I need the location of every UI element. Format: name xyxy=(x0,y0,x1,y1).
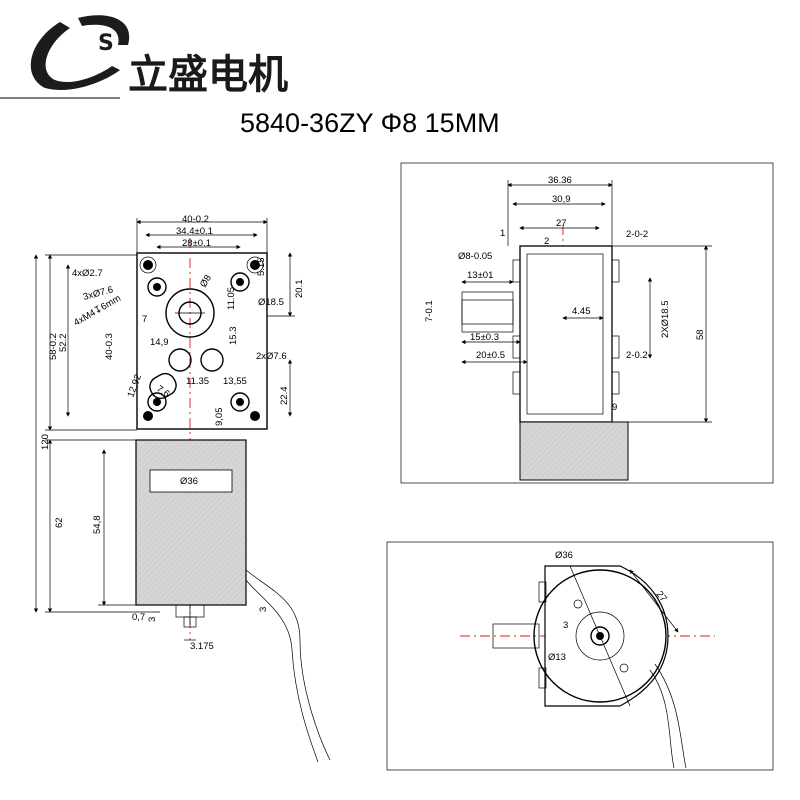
end-view: 27 Ø36 3 Ø13 xyxy=(386,541,774,771)
dim-end-3: 3 xyxy=(563,620,568,631)
end-view-frame xyxy=(386,541,774,771)
dim-3175: 3.175 xyxy=(190,641,214,652)
motor-label-box xyxy=(149,469,233,493)
dim-side-tol-mid: 2-0.2 xyxy=(626,350,648,361)
dim-side-shaft-dia: Ø8-0.05 xyxy=(458,251,492,262)
dim-shaft-dia: Ø8 xyxy=(198,273,214,289)
dim-end-dia36: Ø36 xyxy=(555,550,573,561)
boss-circle xyxy=(165,288,215,338)
side-motor xyxy=(519,421,629,481)
front-view: 40-0.2 34.4±0.1 28±0.1 58-0.2 52.2 40-0.… xyxy=(33,214,331,763)
logo-letter: S xyxy=(98,31,114,56)
end-motor-circle xyxy=(533,569,667,703)
dim-side-shaft-len: 13±01 xyxy=(467,270,493,281)
dim-side-2x185: 2XØ18.5 xyxy=(660,301,671,339)
dim-width-holes: 34.4±0.1 xyxy=(176,226,213,237)
logo-arc-icon xyxy=(78,15,130,45)
dim-motor-dia: Ø36 xyxy=(180,476,198,487)
corner-holes xyxy=(139,256,264,421)
dim-side-445: 4.45 xyxy=(572,306,591,317)
dim-side-701: 7-0.1 xyxy=(424,300,435,322)
dim-1105: 11.05 xyxy=(226,287,237,310)
dim-holes-small: 4xØ2.7 xyxy=(72,268,103,279)
side-view: 36.36 30,9 27 1 2 2-0-2 Ø8-0.05 13±01 7-… xyxy=(400,162,774,484)
dim-153: 15.3 xyxy=(228,327,239,346)
dim-height-40: 40-0.3 xyxy=(104,333,115,360)
dim-3a: 3 xyxy=(147,617,158,622)
dim-height-total: 58-0.2 xyxy=(48,333,59,360)
dim-motor-62: 62 xyxy=(54,517,65,528)
gearbox-plate xyxy=(136,252,268,430)
dim-201: 20.1 xyxy=(294,280,305,299)
dim-149: 14,9 xyxy=(150,337,169,348)
dim-515: 5.15 xyxy=(256,258,267,277)
side-gearbox xyxy=(519,245,613,423)
dim-side-205: 20±0.5 xyxy=(476,350,505,361)
dim-overall-120: 120 xyxy=(40,434,51,450)
dim-side-153: 15±0.3 xyxy=(470,332,499,343)
dim-side-3636: 36.36 xyxy=(548,175,572,186)
dim-1135: 11.35 xyxy=(186,376,209,387)
logo-swoosh-icon xyxy=(30,22,121,91)
dim-07: 0,7 xyxy=(132,612,145,623)
side-view-frame xyxy=(400,162,774,484)
dim-holes-2x: 2xØ7.6 xyxy=(256,351,287,362)
dim-side-27: 27 xyxy=(556,218,567,229)
dim-side-1: 1 xyxy=(500,228,505,239)
dim-side-309: 30,9 xyxy=(552,194,571,205)
dim-1292: 12,92 xyxy=(125,373,143,399)
dim-motor-548: 54,8 xyxy=(92,516,103,535)
dim-side-2: 2 xyxy=(544,236,549,247)
dim-side-tol-top: 2-0-2 xyxy=(626,229,648,240)
dim-end-dia13: Ø13 xyxy=(548,652,566,663)
dim-width-total: 40-0.2 xyxy=(182,214,209,225)
model-title: 5840-36ZY Φ8 15MM xyxy=(240,108,500,138)
dim-height-522: 52.2 xyxy=(58,334,69,353)
dim-3b: 3 xyxy=(258,607,269,612)
dim-side-9: 9 xyxy=(612,402,617,413)
dim-side-58: 58 xyxy=(695,329,706,340)
dim-boss-dia: Ø18.5 xyxy=(258,297,284,308)
dim-7: 7 xyxy=(142,314,147,325)
logo: S 立盛电机 xyxy=(30,15,288,98)
dim-1355: 13,55 xyxy=(223,376,247,387)
dim-224: 22.4 xyxy=(279,387,290,406)
dim-width-inner: 28±0.1 xyxy=(182,238,211,249)
motor-body xyxy=(135,439,247,606)
dim-905: 9,05 xyxy=(214,408,225,427)
slot xyxy=(149,372,177,400)
company-name: 立盛电机 xyxy=(128,52,288,98)
